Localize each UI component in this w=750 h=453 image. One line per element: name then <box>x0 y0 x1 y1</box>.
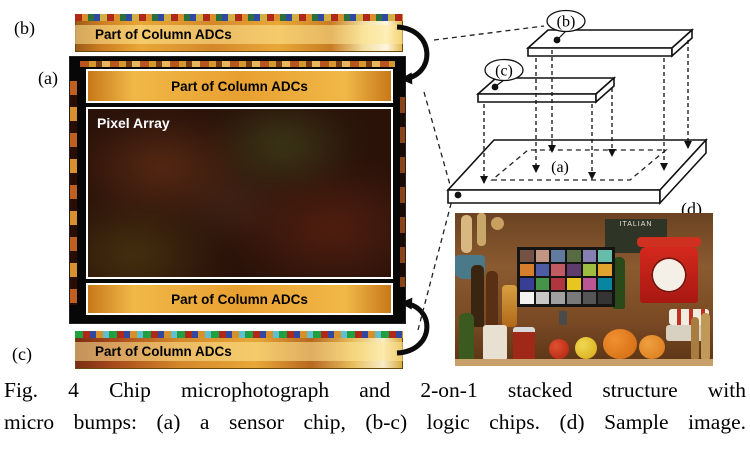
towel-stack <box>666 325 710 341</box>
color-checker-cell <box>598 264 612 276</box>
slab-c-logic-chip <box>475 76 617 104</box>
logic-chip-b-photo: Part of Column ADCs <box>75 14 403 52</box>
wine-bottle <box>486 271 498 327</box>
hanging-ladle <box>491 217 504 230</box>
micro-bump-a <box>454 191 462 199</box>
callout-c: (c) <box>484 58 524 87</box>
chip-bond-pads-left <box>70 81 77 305</box>
slab-a-sensor-chip <box>446 137 708 206</box>
logic-chip-c-photo: Part of Column ADCs <box>75 331 403 369</box>
column-adc-band-bottom-label: Part of Column ADCs <box>171 291 308 307</box>
label-c: (c) <box>12 344 32 364</box>
color-checker-cell <box>582 278 597 290</box>
color-checker-cell <box>535 292 550 304</box>
label-a: (a) <box>38 68 58 88</box>
label-b: (b) <box>14 18 35 38</box>
scale-tray <box>637 237 701 247</box>
color-checker-cell <box>598 292 612 304</box>
adc-band-highlight <box>75 25 403 44</box>
color-checker-cell <box>535 264 550 276</box>
wine-bottle <box>471 265 484 327</box>
tomato <box>549 339 569 359</box>
italian-crate-text: ITALIAN <box>619 221 653 228</box>
pumpkin <box>639 335 665 359</box>
color-checker-cell <box>535 250 550 262</box>
caption-line-2: micro bumps: (a) a sensor chip, (b-c) lo… <box>4 410 746 434</box>
color-checker-cell <box>520 278 534 290</box>
color-checker-cell <box>598 250 612 262</box>
color-checker-cell <box>582 250 597 262</box>
color-checker-cell <box>535 278 550 290</box>
green-bottle <box>613 257 625 309</box>
micro-bump-c <box>491 83 499 91</box>
color-checker-stand <box>559 311 567 325</box>
color-checker-cell <box>551 264 565 276</box>
hanging-utensil <box>477 213 486 246</box>
table-edge <box>455 359 713 366</box>
pixel-array-region: Pixel Array <box>86 107 393 279</box>
diagram-label-a: (a) <box>551 159 569 176</box>
color-checker-cell <box>551 278 565 290</box>
color-checker-cell <box>567 264 581 276</box>
color-checker-cell <box>520 292 534 304</box>
white-jar <box>483 325 507 361</box>
micro-bump-b <box>553 36 561 44</box>
towel-stack <box>669 309 709 325</box>
diagram-label-c: (c) <box>495 63 513 80</box>
color-checker-cell <box>582 264 597 276</box>
color-checker-cell <box>567 292 581 304</box>
slab-b-logic-chip <box>525 28 695 58</box>
pixel-array-label: Pixel Array <box>97 115 170 131</box>
rolling-pin <box>691 317 699 361</box>
oil-jar <box>502 285 517 327</box>
rolling-pin <box>701 313 710 361</box>
color-checker-cell <box>551 292 565 304</box>
chip-edge-pattern <box>75 14 403 21</box>
color-checker-cell <box>567 250 581 262</box>
bump-area-outline <box>490 149 668 181</box>
adc-band-highlight <box>75 342 403 361</box>
caption-line-1: Fig. 4 Chip microphotograph and 2-on-1 s… <box>4 378 746 402</box>
column-adc-band-top: Part of Column ADCs <box>86 69 393 103</box>
column-adc-band-bottom: Part of Column ADCs <box>86 283 393 315</box>
color-checker-chart <box>517 247 615 307</box>
chip-edge-pattern <box>80 61 395 67</box>
color-checker-cell <box>567 278 581 290</box>
color-checker-cell <box>520 250 534 262</box>
sensor-chip-photo: Part of Column ADCs Pixel Array Part of … <box>70 57 405 323</box>
stacking-arrows <box>480 40 692 184</box>
pumpkin <box>603 329 637 359</box>
color-checker-cell <box>598 278 612 290</box>
green-bottle <box>459 313 474 361</box>
yellow-apple <box>575 337 597 359</box>
strip-c-caption: Part of Column ADCs <box>95 344 232 359</box>
scale-dial <box>651 257 687 293</box>
chip-bond-pads-right <box>400 97 405 287</box>
color-checker-cell <box>520 264 534 276</box>
preserve-jar <box>513 327 535 366</box>
color-checker-cell <box>551 250 565 262</box>
sample-image: ITALIAN <box>455 213 713 366</box>
hanging-utensil <box>461 215 472 253</box>
strip-b-caption: Part of Column ADCs <box>95 27 232 42</box>
pixel-array-texture <box>88 109 391 277</box>
figure-caption: Fig. 4 Chip microphotograph and 2-on-1 s… <box>4 374 746 438</box>
chip-edge-pattern <box>75 331 403 338</box>
column-adc-band-top-label: Part of Column ADCs <box>171 78 308 94</box>
diagram-label-b: (b) <box>557 14 576 31</box>
callout-b: (b) <box>546 9 586 40</box>
color-checker-cell <box>582 292 597 304</box>
